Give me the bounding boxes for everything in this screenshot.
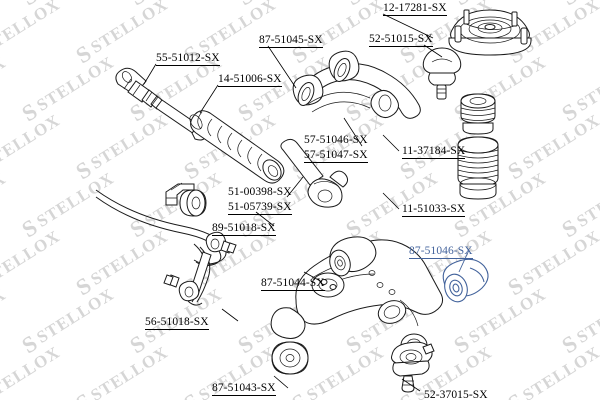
leader-lines [143, 13, 470, 392]
part-lower-arm-front-bushing [329, 236, 377, 277]
part-number-text: 11-37184-SX [402, 145, 466, 159]
part-number-text: 56-51018-SX [145, 316, 209, 330]
part-lower-arm-lower-bushing [271, 341, 309, 375]
part-number-label[interactable]: 87-51043-SX [212, 382, 276, 396]
part-number-text: 87-51046-SX [409, 245, 473, 259]
part-number-text: 51-05739-SX [228, 201, 292, 215]
part-shock-dust-boot [457, 136, 499, 200]
part-number-text: 87-51044-SX [261, 277, 325, 291]
part-number-text: 51-00398-SX [228, 186, 292, 198]
part-number-text: 57-51047-SX [304, 149, 368, 163]
part-number-label[interactable]: 12-17281-SX [383, 2, 447, 16]
part-lower-arm-rear-bushing-highlight [442, 258, 489, 303]
part-lower-ball-joint [391, 341, 435, 393]
part-number-label[interactable]: 51-05739-SX [228, 201, 292, 215]
part-number-text: 89-51018-SX [212, 222, 276, 236]
part-number-text: 11-51033-SX [402, 203, 466, 217]
part-stabilizer-link [163, 231, 237, 302]
part-number-label[interactable]: 57-51046-SX [304, 134, 368, 146]
part-upper-ball-joint [422, 47, 462, 100]
part-bump-stop [460, 93, 496, 135]
part-number-label[interactable]: 11-51033-SX [402, 203, 466, 217]
part-number-label[interactable]: 57-51047-SX [304, 149, 368, 163]
part-number-label[interactable]: 14-51006-SX [218, 73, 282, 87]
part-number-label[interactable]: 11-37184-SX [402, 145, 466, 159]
part-number-label[interactable]: 52-37015-SX [424, 389, 488, 400]
part-number-text: 87-51045-SX [259, 34, 323, 48]
part-number-label[interactable]: 52-51015-SX [369, 33, 433, 47]
part-upper-control-arm [292, 50, 421, 119]
part-steering-rack-boot [189, 110, 285, 184]
part-number-label[interactable]: 56-51018-SX [145, 316, 209, 330]
part-number-label[interactable]: 89-51018-SX [212, 222, 276, 236]
part-number-text: 55-51012-SX [156, 52, 220, 66]
part-lower-control-arm [270, 239, 444, 357]
part-number-label[interactable]: 87-51046-SX [409, 245, 473, 259]
part-number-text: 57-51046-SX [304, 134, 368, 146]
part-number-label[interactable]: 55-51012-SX [156, 52, 220, 66]
part-number-text: 52-37015-SX [424, 389, 488, 400]
part-number-text: 52-51015-SX [369, 33, 433, 47]
part-number-text: 87-51043-SX [212, 382, 276, 396]
part-inner-tie-rod [115, 67, 207, 141]
part-number-label[interactable]: 51-00398-SX [228, 186, 292, 198]
part-number-label[interactable]: 87-51045-SX [259, 34, 323, 48]
part-number-label[interactable]: 87-51044-SX [261, 277, 325, 291]
part-stabilizer-bushing [165, 182, 207, 217]
part-number-text: 12-17281-SX [383, 2, 447, 16]
part-outer-tie-rod-end [280, 138, 349, 208]
part-number-text: 14-51006-SX [218, 73, 282, 87]
part-strut-mount [448, 9, 532, 56]
